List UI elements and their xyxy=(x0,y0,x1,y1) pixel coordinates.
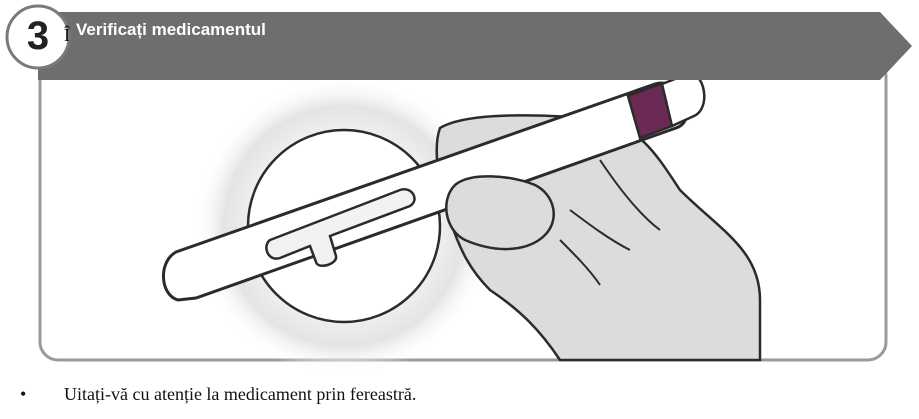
step-banner-shape xyxy=(38,12,912,80)
pen-injector xyxy=(162,72,706,302)
bullet-icon: • xyxy=(20,384,27,404)
pen-window xyxy=(265,188,416,267)
step-header: 3 Verificați medicamentul xyxy=(0,0,919,80)
step-circle xyxy=(5,4,71,70)
step-title: Verificați medicamentul xyxy=(76,20,266,39)
instruction-text: Uitați-vă cu atenție la medicament prin … xyxy=(64,384,417,404)
thumb xyxy=(445,175,555,251)
pen-inspection-illustration xyxy=(5,4,912,370)
step-number: 3 xyxy=(26,14,50,58)
truncated-line: Î xyxy=(64,25,70,45)
list-item: • Uitați-vă cu atenție la medicament pri… xyxy=(0,384,919,404)
instruction-list: • Uitați-vă cu atenție la medicament pri… xyxy=(0,384,919,404)
